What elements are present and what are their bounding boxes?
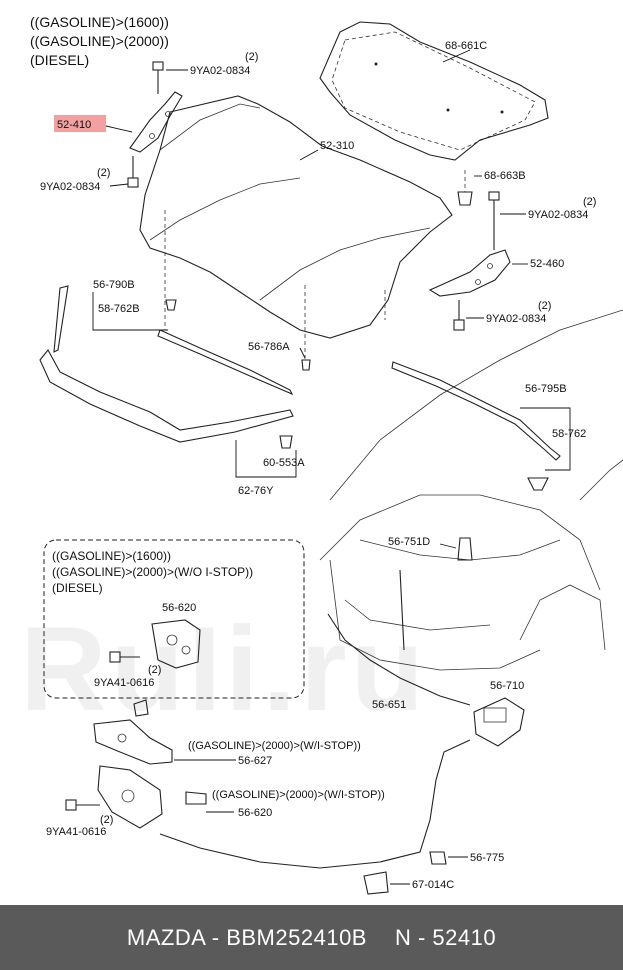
bolt-icon <box>453 300 465 331</box>
note-wistop-a: ((GASOLINE)>(2000)>(W/I-STOP)) <box>188 740 361 752</box>
hood-hinge-right <box>428 249 511 297</box>
hood-latch-box <box>151 619 201 669</box>
label-56-620-box: 56-620 <box>162 602 196 614</box>
hood-seal-right <box>391 361 561 461</box>
hood-panel <box>139 95 453 360</box>
hood-hinge-left <box>129 91 183 153</box>
label-68-663B: 68-663B <box>484 170 526 182</box>
bolt-icon <box>109 651 140 663</box>
label-67-014C: 67-014C <box>412 879 454 891</box>
box-line-1: ((GASOLINE)>(1600)) <box>52 549 171 563</box>
label-68-661C: 68-661C <box>445 40 487 52</box>
label-bolt-a: 9YA02-0834 <box>190 65 250 77</box>
label-56-790B: 56-790B <box>93 279 135 291</box>
label-bolt-e: 9YA41-0616 <box>94 677 154 689</box>
header-line-3: (DIESEL) <box>30 52 89 68</box>
label-52-410-highlight <box>54 115 106 132</box>
bolt-icon <box>488 191 500 250</box>
label-bolt-c: 9YA02-0834 <box>528 209 588 221</box>
latch-striker <box>93 699 173 765</box>
label-58-762: 58-762 <box>552 428 586 440</box>
footer-brand-part: MAZDA - BBM252410B <box>126 924 367 950</box>
hood-bumper <box>457 170 473 206</box>
watermark: RuIi.ru <box>20 602 428 736</box>
qty-bolt-c: (2) <box>583 196 596 208</box>
label-52-310: 52-310 <box>320 140 354 152</box>
qty-bolt-b: (2) <box>97 167 110 179</box>
bolt-icon <box>127 156 139 188</box>
label-bolt-d: 9YA02-0834 <box>486 313 546 325</box>
label-56-627: 56-627 <box>238 755 272 767</box>
cowl-seal <box>39 285 294 443</box>
bolt-icon <box>152 61 164 94</box>
note-wistop-b: ((GASOLINE)>(2000)>(W/I-STOP)) <box>212 789 385 801</box>
label-56-775: 56-775 <box>470 852 504 864</box>
label-56-795B: 56-795B <box>525 383 567 395</box>
qty-bolt-f: (2) <box>100 814 113 826</box>
option-box <box>43 539 305 699</box>
qty-bolt-e: (2) <box>148 664 161 676</box>
header-line-1: ((GASOLINE)>(1600)) <box>30 14 169 30</box>
footer-bar: MAZDA - BBM252410B N - 52410 <box>0 905 623 970</box>
parts-diagram: ((GASOLINE)>(1600)) ((GASOLINE)>(2000)) … <box>30 14 623 895</box>
hood-latch-istop <box>97 765 207 829</box>
label-52-410: 52-410 <box>57 119 91 131</box>
label-58-762B: 58-762B <box>98 303 140 315</box>
qty-bolt-a: (2) <box>245 51 258 63</box>
hood-release-lever <box>473 697 525 747</box>
hood-insulator <box>319 21 549 161</box>
label-56-710: 56-710 <box>490 680 524 692</box>
label-56-620: 56-620 <box>238 807 272 819</box>
bolt-icon <box>65 799 100 811</box>
car-body-outline <box>319 309 623 671</box>
label-56-786A: 56-786A <box>248 341 290 353</box>
header-line-2: ((GASOLINE)>(2000)) <box>30 33 169 49</box>
box-line-2: ((GASOLINE)>(2000)>(W/O I-STOP)) <box>52 565 253 579</box>
label-62-76Y: 62-76Y <box>238 485 274 497</box>
label-52-460: 52-460 <box>530 258 564 270</box>
label-60-553A: 60-553A <box>263 457 305 469</box>
qty-bolt-d: (2) <box>538 300 551 312</box>
label-bolt-f: 9YA41-0616 <box>46 826 106 838</box>
label-56-751D: 56-751D <box>388 536 430 548</box>
footer-ref: N - 52410 <box>394 924 497 950</box>
box-line-3: (DIESEL) <box>52 581 103 595</box>
label-56-651: 56-651 <box>372 699 406 711</box>
label-bolt-b: 9YA02-0834 <box>40 181 100 193</box>
